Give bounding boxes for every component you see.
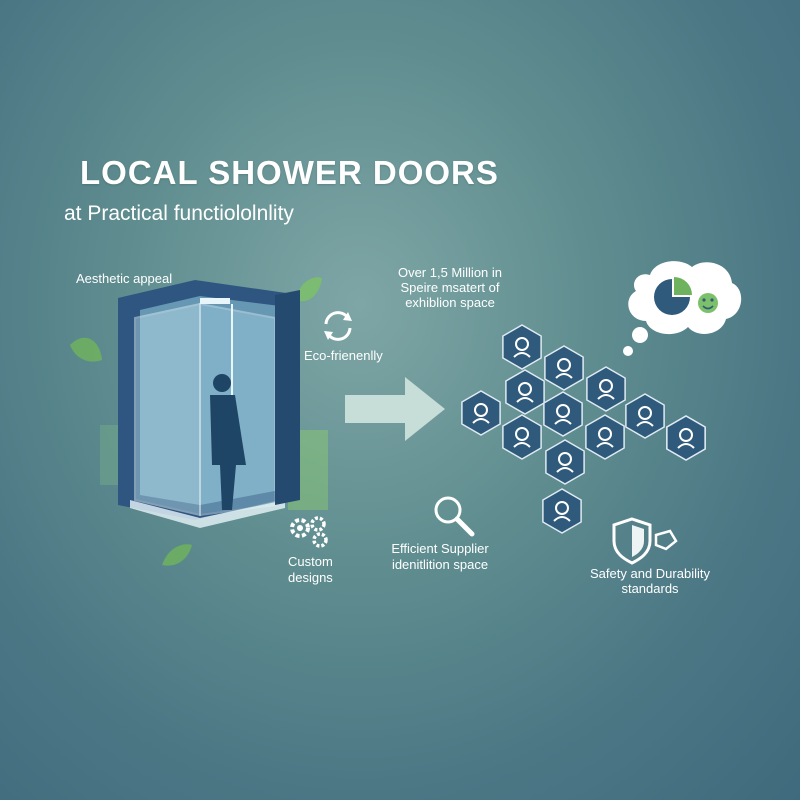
brain-icon xyxy=(502,324,542,370)
custom-designs-line-1: Custom xyxy=(288,554,333,569)
supplier-line-2: idenitlition space xyxy=(391,557,489,572)
thought-bubble-icon xyxy=(623,261,742,356)
wrench-icon xyxy=(542,488,582,534)
gears-icon xyxy=(290,516,328,548)
shield-icon xyxy=(612,517,678,565)
aesthetic-appeal-label: Aesthetic appeal xyxy=(76,271,173,286)
mail-person-icon xyxy=(586,366,626,412)
tools-icon xyxy=(666,415,706,461)
right-arrow-icon xyxy=(345,377,445,441)
person-gear-icon xyxy=(625,393,665,439)
leaf-icon xyxy=(70,277,322,566)
page-title: LOCAL SHOWER DOORS xyxy=(80,154,499,191)
eco-friendly-label: Eco-frienenlly xyxy=(304,348,383,363)
people-icon xyxy=(543,391,583,437)
exhibition-space-label: Over 1,5 Million in Speire msatert of ex… xyxy=(380,265,520,310)
smiley-icon xyxy=(698,293,718,313)
safety-line-1: Safety and Durability xyxy=(590,566,710,581)
worker-icon xyxy=(585,414,625,460)
team-icon xyxy=(461,390,501,436)
safety-durability-label: Safety and Durability standards xyxy=(585,566,715,596)
pie-chart-icon xyxy=(654,277,692,315)
search-icon xyxy=(434,496,475,537)
custom-designs-line-2: designs xyxy=(288,570,333,585)
head-gear-icon xyxy=(505,369,545,415)
magnifier-icon xyxy=(544,345,584,391)
exhibition-line-3: exhiblion space xyxy=(405,295,495,310)
gear-screen-icon xyxy=(545,439,585,485)
recycle-icon xyxy=(324,311,352,341)
custom-designs-label: Custom designs xyxy=(288,554,333,586)
supplier-line-1: Efficient Supplier xyxy=(391,541,489,556)
people-group-icon xyxy=(502,414,542,460)
person-silhouette xyxy=(210,374,246,510)
exhibition-line-1: Over 1,5 Million in xyxy=(397,265,503,280)
safety-line-2: standards xyxy=(621,581,679,596)
exhibition-line-2: Speire msatert of xyxy=(400,280,500,295)
page-subtitle: at Practical functiololnlity xyxy=(64,202,294,225)
efficient-supplier-label: Efficient Supplier idenitlition space xyxy=(380,541,500,573)
